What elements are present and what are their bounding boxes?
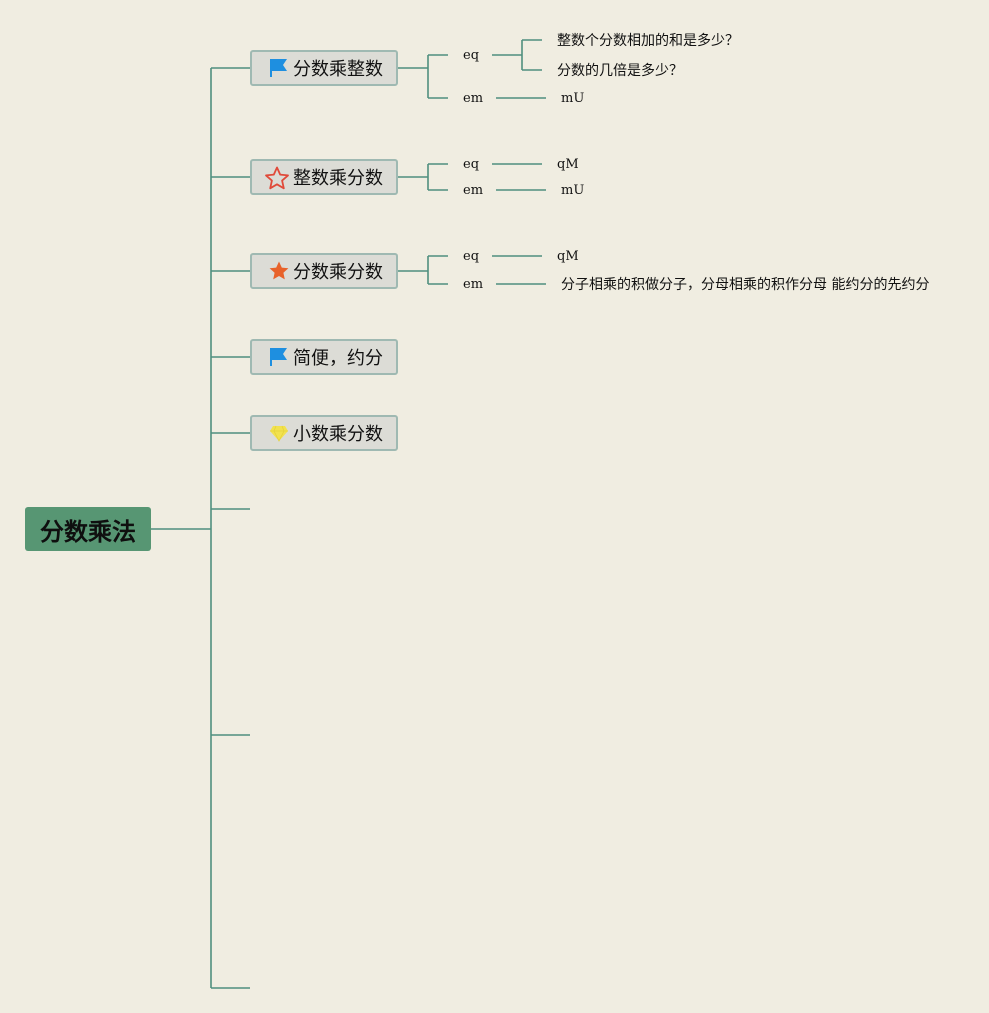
topic-label: 简便，约分 [293,348,383,369]
t3-eq-label[interactable]: eq [463,249,480,264]
t1-em-label[interactable]: em [463,91,484,106]
t2-em-child-text[interactable]: mU [561,183,585,198]
blue-flag-icon [268,57,290,79]
root-label: 分数乘法 [40,517,136,546]
topic-fraction-times-integer[interactable]: 分数乘整数 [250,50,398,86]
topic-label: 分数乘整数 [293,59,383,80]
t2-eq-label[interactable]: eq [463,157,480,172]
topic-label: 小数乘分数 [293,424,383,445]
topic-decimal-times-fraction[interactable]: 小数乘分数 [250,415,398,451]
t1-eq-child-1-text[interactable]: 整数个分数相加的和是多少？ [557,33,739,49]
blue-flag-icon [268,346,290,368]
topic-simplify-reduce[interactable]: 简便，约分 [250,339,398,375]
topic-label: 整数乘分数 [293,168,383,189]
t2-eq-child-text[interactable]: qM [557,157,579,172]
topic-integer-times-fraction[interactable]: 整数乘分数 [250,159,398,195]
t3-em-child-text[interactable]: 分子相乘的积做分子，分母相乘的积作分母 能约分的先约分 [561,277,930,293]
t1-em-child-text[interactable]: mU [561,91,585,106]
t1-eq-child-2-text[interactable]: 分数的几倍是多少？ [557,63,683,79]
t3-em-label[interactable]: em [463,277,484,292]
topic-fraction-times-fraction[interactable]: 分数乘分数 [250,253,398,289]
topic-label: 分数乘分数 [293,262,383,283]
orange-star-icon [268,260,290,282]
t3-eq-child-text[interactable]: qM [557,249,579,264]
root-node[interactable]: 分数乘法 [25,507,151,551]
red-outline-star-icon [264,166,290,190]
t2-em-label[interactable]: em [463,183,484,198]
yellow-gem-icon [268,422,290,444]
t1-eq-label[interactable]: eq [463,48,480,63]
